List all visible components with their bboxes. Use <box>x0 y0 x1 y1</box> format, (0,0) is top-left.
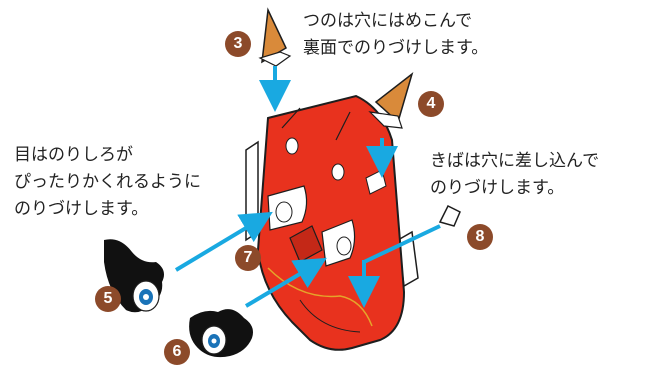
mask-icon <box>256 94 406 351</box>
fang-instruction-line2: のりづけします。 <box>430 178 565 198</box>
step-badge-3: 3 <box>225 31 251 57</box>
arrow-icon <box>174 66 441 308</box>
eye-instruction: 目はのりしろが ぴったりかくれるように のりづけします。 <box>14 142 201 223</box>
step-badge-5: 5 <box>95 286 121 312</box>
horn-instruction: つのは穴にはめこんで 裏面でのりづけします。 <box>303 8 488 62</box>
fang-instruction: きばは穴に差し込んで のりづけします。 <box>430 148 599 202</box>
fang-instruction-line1: きばは穴に差し込んで <box>430 151 600 171</box>
step-badge-8: 8 <box>467 224 493 250</box>
horn-icon <box>258 7 292 67</box>
eye-instruction-line2: ぴったりかくれるように <box>14 172 201 192</box>
step-badge-4: 4 <box>418 91 444 117</box>
eye-instruction-line1: 目はのりしろが <box>14 145 133 165</box>
eye-instruction-line3: のりづけします。 <box>14 199 149 219</box>
horn-icon <box>368 71 414 129</box>
horn-instruction-line2: 裏面でのりづけします。 <box>303 38 489 58</box>
step-badge-7: 7 <box>235 245 261 271</box>
step-badge-6: 6 <box>164 339 190 365</box>
eye-part-icon <box>189 309 253 358</box>
horn-instruction-line1: つのは穴にはめこんで <box>303 11 473 31</box>
fang-icon <box>438 204 461 227</box>
